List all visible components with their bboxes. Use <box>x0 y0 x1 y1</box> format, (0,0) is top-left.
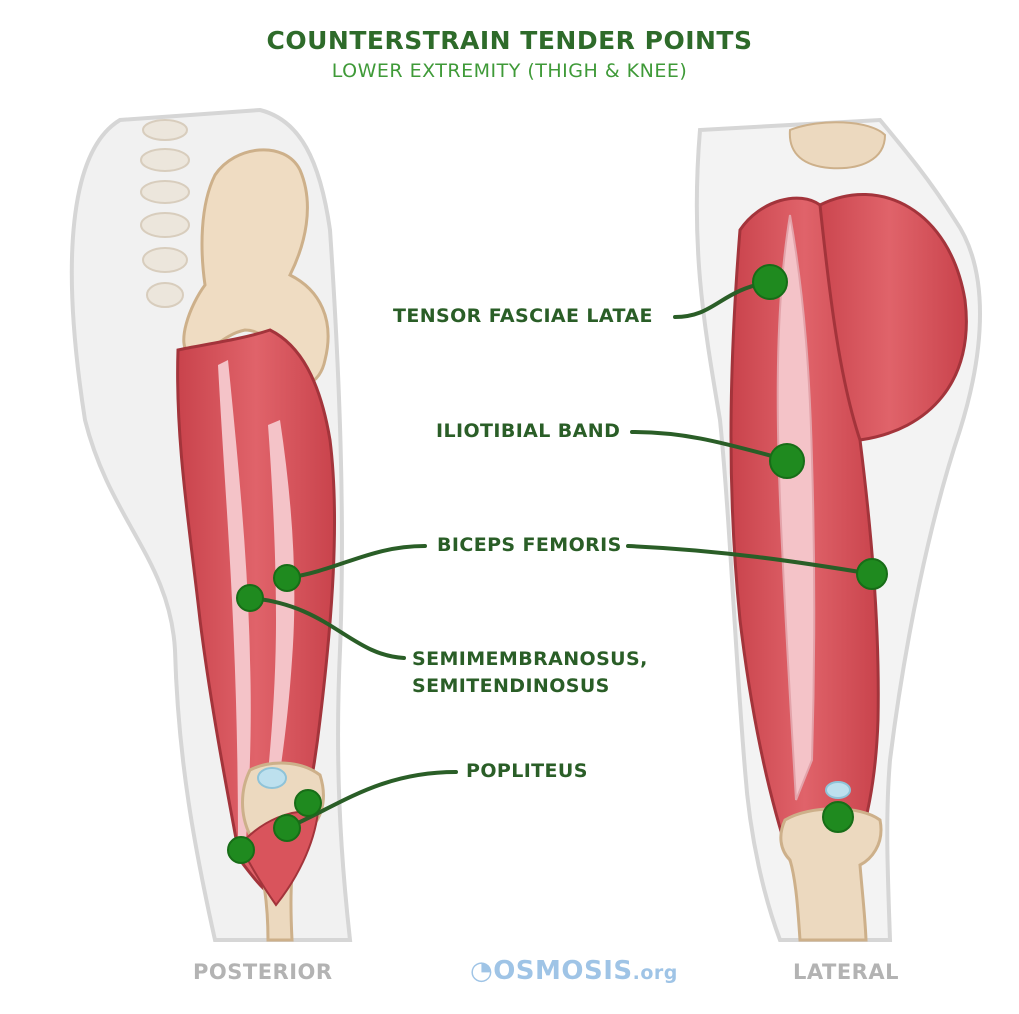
caption-posterior: POSTERIOR <box>193 960 333 984</box>
point-biceps-femoris-posterior[interactable] <box>273 564 301 592</box>
leader-lines <box>248 280 874 830</box>
label-iliotibial-band: ILIOTIBIAL BAND <box>436 420 621 442</box>
page-subtitle: LOWER EXTREMITY (THIGH & KNEE) <box>331 60 688 82</box>
tender-points <box>227 264 888 864</box>
label-popliteus: POPLITEUS <box>466 760 588 782</box>
leader-iliotibial-band <box>630 430 789 462</box>
label-semimembranosus: SEMIMEMBRANOSUS, SEMITENDINOSUS <box>412 646 648 700</box>
leader-biceps-femoris-lateral <box>626 544 874 576</box>
point-iliotibial-band[interactable] <box>769 443 805 479</box>
point-popliteus-lower[interactable] <box>273 814 301 842</box>
label-semimembranosus-line1: SEMIMEMBRANOSUS, <box>412 648 648 670</box>
lateral-knee-cartilage <box>825 781 851 799</box>
leader-popliteus <box>285 770 458 830</box>
brand-suffix: .org <box>632 962 678 984</box>
label-biceps-femoris: BICEPS FEMORIS <box>437 534 622 556</box>
osmosis-logo-icon: ◔ <box>470 956 494 986</box>
lateral-iliotibial-band <box>776 214 816 801</box>
label-semimembranosus-line2: SEMITENDINOSUS <box>412 675 610 697</box>
page-title: COUNTERSTRAIN TENDER POINTS <box>266 26 753 55</box>
lateral-vertebra <box>788 121 887 170</box>
label-tensor-fasciae-latae: TENSOR FASCIAE LATAE <box>393 305 653 327</box>
lateral-leg <box>694 117 982 942</box>
point-popliteus-upper[interactable] <box>294 789 322 817</box>
posterior-knee-cartilage <box>257 767 287 789</box>
point-tensor-fasciae-latae[interactable] <box>752 264 788 300</box>
osmosis-brand[interactable]: ◔OSMOSIS.org <box>470 956 678 986</box>
posterior-tendon-2 <box>262 420 295 830</box>
posterior-spine <box>140 119 190 308</box>
point-semimembranosus[interactable] <box>236 584 264 612</box>
caption-lateral: LATERAL <box>793 960 899 984</box>
leader-biceps-femoris-posterior <box>285 544 427 580</box>
posterior-tendon-1 <box>218 360 251 840</box>
point-biceps-femoris-lateral[interactable] <box>856 558 888 590</box>
posterior-leg <box>69 107 353 942</box>
leader-semimembranosus <box>248 596 406 660</box>
brand-name: OSMOSIS <box>493 956 633 986</box>
point-popliteus-medial[interactable] <box>227 836 255 864</box>
lateral-knee-bones <box>779 807 883 942</box>
point-lateral-knee[interactable] <box>822 801 854 833</box>
